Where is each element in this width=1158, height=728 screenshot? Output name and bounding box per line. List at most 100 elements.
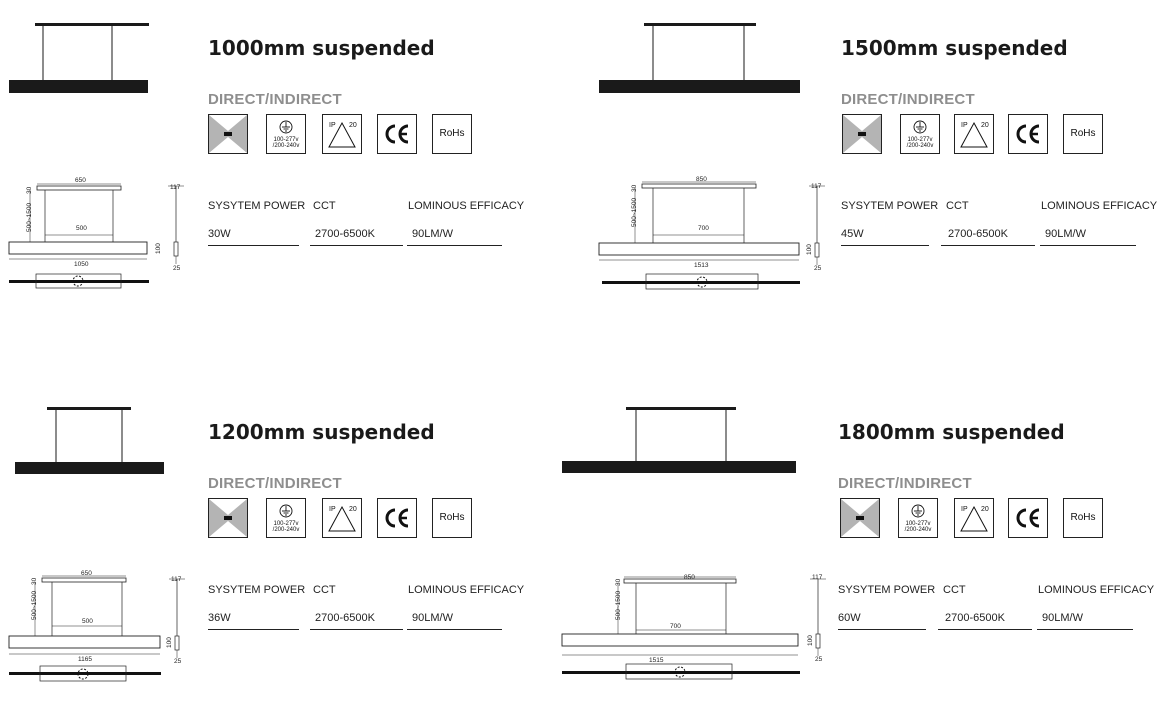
dim-label-side-w: 117 [171, 576, 182, 583]
earth-ground-icon: 100-277v/200-240v [900, 114, 940, 154]
rohs-icon: RoHs [432, 114, 472, 154]
spec-underline [208, 245, 299, 246]
product-panel-1500: 850 700 1513 500~1500 30 117 100 25 1500… [598, 14, 1158, 344]
voltage-line-1: 100-277v [905, 521, 931, 527]
spec-underline [310, 245, 403, 246]
spec-value-cct: 2700-6500K [315, 612, 375, 624]
spec-table: SYSYTEM POWER CCT LOMINOUS EFFICACY 36W … [208, 584, 524, 634]
product-subtitle: DIRECT/INDIRECT [838, 475, 972, 492]
dim-label-canopy-h: 30 [631, 184, 638, 192]
dim-label-bottom: 25 [173, 265, 181, 272]
spec-header-efficacy: LOMINOUS EFFICACY [408, 200, 525, 212]
dim-label-body-h: 100 [806, 244, 813, 255]
rohs-icon: RoHs [1063, 498, 1103, 538]
dim-canopy [36, 185, 122, 191]
dim-label-bottom: 25 [814, 265, 822, 272]
spec-value-efficacy: 90LM/W [412, 612, 453, 624]
spec-value-efficacy: 90LM/W [1042, 612, 1083, 624]
ce-mark-icon [377, 114, 417, 154]
spec-value-efficacy: 90LM/W [1045, 228, 1086, 240]
dim-label-drop: 500~1500 [26, 203, 33, 232]
spec-header-power: SYSYTEM POWER [841, 200, 939, 212]
product-panel-1800: 850 700 1515 500~1500 30 117 100 25 1800… [560, 398, 1154, 728]
dim-label-drop: 500~1500 [631, 198, 638, 227]
product-drawing: 850 700 1513 500~1500 30 117 100 25 [598, 23, 825, 290]
spec-underline [841, 245, 929, 246]
product-subtitle: DIRECT/INDIRECT [841, 91, 975, 108]
product-drawing: 850 700 1515 500~1500 30 117 100 25 [561, 407, 826, 680]
spec-value-cct: 2700-6500K [948, 228, 1008, 240]
ip-rating-icon: IP 20 [954, 114, 994, 154]
product-title: 1000mm suspended [208, 36, 435, 60]
rohs-icon: RoHs [432, 498, 472, 538]
direct-indirect-icon [208, 114, 248, 154]
rohs-icon: RoHs [1063, 114, 1103, 154]
voltage-line-2: /200-240v [906, 143, 934, 149]
ip-label: IP [329, 122, 336, 129]
dim-label-canopy: 650 [75, 177, 86, 184]
spec-value-power: 36W [208, 612, 231, 624]
rohs-label: RoHs [439, 512, 465, 523]
dim-label-inner: 700 [698, 225, 709, 232]
product-drawing: 650 500 1165 500~1500 30 117 100 25 [8, 407, 185, 682]
luminaire-body [9, 80, 148, 93]
ce-mark-icon [1008, 114, 1048, 154]
spec-header-efficacy: LOMINOUS EFFICACY [1038, 584, 1155, 596]
direct-indirect-icon [840, 498, 880, 538]
rohs-label: RoHs [1070, 128, 1096, 139]
spec-header-efficacy: LOMINOUS EFFICACY [1041, 200, 1158, 212]
dim-label-length: 1165 [78, 656, 92, 663]
dim-label-canopy-h: 30 [31, 577, 38, 585]
dim-label-drop: 500~1500 [615, 591, 622, 620]
dim-label-length: 1513 [694, 262, 709, 269]
direct-indirect-icon [208, 498, 248, 538]
dim-label-body-h: 100 [166, 637, 173, 648]
dim-label-body-h: 100 [807, 635, 814, 646]
earth-ground-icon: 100-277v/200-240v [898, 498, 938, 538]
spec-underline [1040, 245, 1136, 246]
voltage-line-1: 100-277v [907, 137, 933, 143]
product-title: 1800mm suspended [838, 420, 1065, 444]
spec-header-cct: CCT [313, 200, 336, 212]
spec-table: SYSYTEM POWER CCT LOMINOUS EFFICACY 45W … [841, 200, 1157, 250]
dim-label-bottom: 25 [174, 658, 182, 665]
spec-header-cct: CCT [313, 584, 336, 596]
ip-rating-icon: IP 20 [954, 498, 994, 538]
spec-underline [407, 629, 502, 630]
product-drawing: 650 500 1050 500~1500 30 117 100 25 [8, 23, 184, 289]
earth-ground-icon: 100-277v/200-240v [266, 114, 306, 154]
product-title: 1200mm suspended [208, 420, 435, 444]
luminaire-body [562, 461, 796, 473]
spec-header-efficacy: LOMINOUS EFFICACY [408, 584, 525, 596]
spec-underline [407, 245, 502, 246]
spec-underline [838, 629, 926, 630]
spec-underline [208, 629, 299, 630]
earth-ground-icon: 100-277v/200-240v [266, 498, 306, 538]
ip-value: 20 [981, 506, 989, 513]
rohs-label: RoHs [439, 128, 465, 139]
ip-value: 20 [981, 122, 989, 129]
ip-label: IP [329, 506, 336, 513]
ip-value: 20 [349, 122, 357, 129]
dim-label-canopy-h: 30 [26, 186, 33, 194]
product-panel-1000: 650 500 1050 500~1500 30 117 100 25 1000… [8, 14, 568, 344]
ce-mark-icon [1008, 498, 1048, 538]
voltage-line-2: /200-240v [272, 527, 300, 533]
spec-value-power: 30W [208, 228, 231, 240]
spec-underline [310, 629, 403, 630]
spec-header-cct: CCT [943, 584, 966, 596]
ip-value: 20 [349, 506, 357, 513]
ip-rating-icon: IP 20 [322, 114, 362, 154]
spec-header-cct: CCT [946, 200, 969, 212]
ip-label: IP [961, 122, 968, 129]
product-subtitle: DIRECT/INDIRECT [208, 475, 342, 492]
dim-label-length: 1050 [74, 261, 89, 268]
spec-value-power: 45W [841, 228, 864, 240]
ip-rating-icon: IP 20 [322, 498, 362, 538]
dim-label-length: 1515 [649, 657, 664, 664]
dim-label-body-h: 100 [155, 243, 162, 254]
voltage-line-1: 100-277v [273, 521, 299, 527]
dim-label-inner: 700 [670, 623, 681, 630]
spec-table: SYSYTEM POWER CCT LOMINOUS EFFICACY 30W … [208, 200, 524, 250]
rohs-label: RoHs [1070, 512, 1096, 523]
